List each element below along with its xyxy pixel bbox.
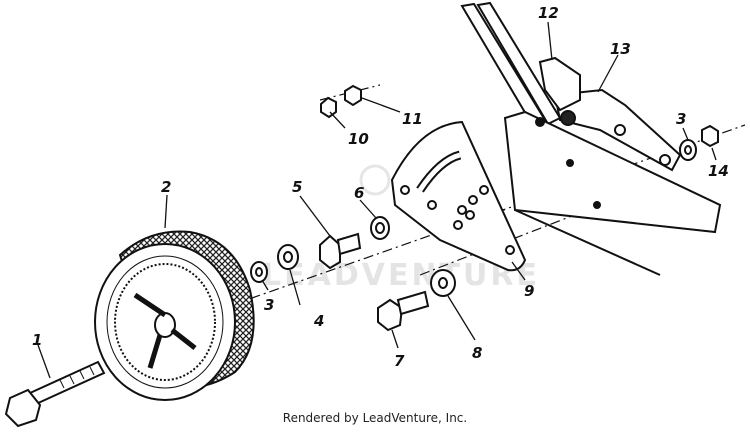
plate-9 [390, 120, 527, 272]
callout-3-left: 3 [264, 296, 274, 314]
leader-lines [37, 21, 717, 379]
callout-7: 7 [394, 352, 405, 370]
watermark-text: LEADVENTURE [262, 258, 540, 293]
callout-13: 13 [610, 40, 631, 58]
washer-3-left [250, 261, 268, 283]
handle-frame [460, 1, 722, 276]
callout-4: 4 [313, 312, 324, 330]
nut-14 [701, 124, 719, 148]
callout-14: 14 [708, 162, 729, 180]
bolt-1 [4, 360, 106, 428]
callout-11: 11 [402, 110, 423, 128]
callout-6: 6 [354, 184, 364, 202]
nut-10 [320, 96, 337, 119]
credit-line: Rendered by LeadVenture, Inc. [282, 411, 468, 425]
bolt-7 [377, 290, 430, 332]
callout-5: 5 [292, 178, 302, 196]
callout-10: 10 [348, 130, 369, 148]
washer-3-right [679, 139, 697, 161]
watermark: LEADVENTURE [262, 164, 540, 293]
callout-3-right: 3 [676, 110, 686, 128]
callout-8: 8 [472, 344, 482, 362]
lever-12 [538, 56, 581, 126]
nut-11 [344, 84, 362, 107]
callout-2: 2 [161, 178, 171, 196]
callout-9: 9 [524, 282, 534, 300]
wheel-2 [94, 230, 255, 401]
callout-12: 12 [538, 4, 559, 22]
washer-4 [277, 244, 299, 270]
callouts: 1 2 3 3 4 5 6 7 8 9 10 11 12 13 14 [32, 4, 729, 370]
spacer-6 [370, 216, 390, 240]
callout-1: 1 [32, 331, 42, 349]
shoulder-bolt-5 [319, 232, 362, 270]
washer-8 [430, 269, 456, 297]
